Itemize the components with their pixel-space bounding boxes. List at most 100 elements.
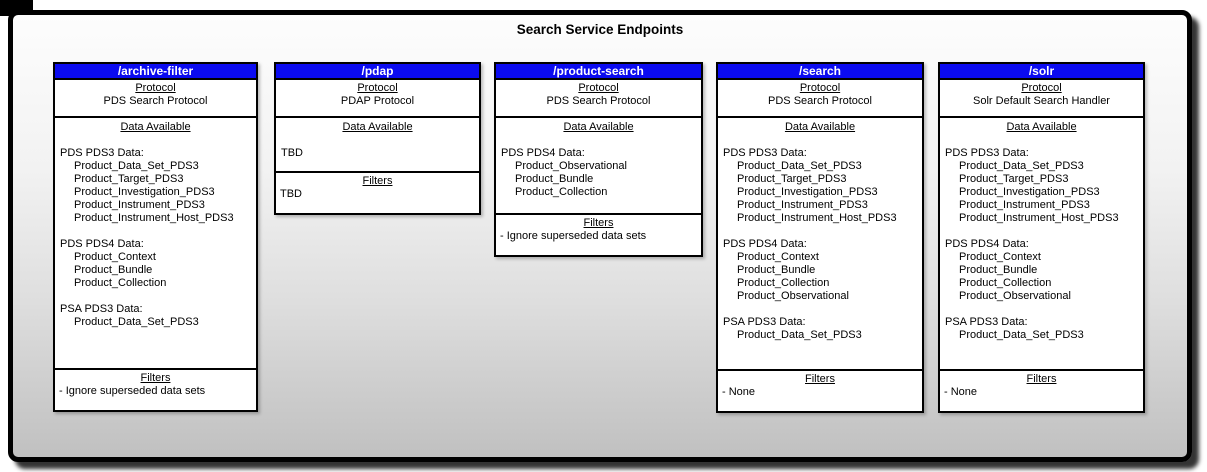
- data-item: Product_Target_PDS3: [737, 173, 847, 185]
- protocol-heading: Protocol: [357, 82, 398, 94]
- data-item: Product_Context: [959, 251, 1041, 263]
- data-item: Product_Instrument_Host_PDS3: [959, 212, 1119, 224]
- data-available-heading: Data Available: [120, 121, 191, 133]
- endpoint-header: /solr: [940, 64, 1143, 80]
- filter-item: - None: [944, 386, 978, 398]
- data-available-section: Data Available TBD: [276, 118, 479, 171]
- filters-heading: Filters: [140, 372, 171, 384]
- data-available-heading: Data Available: [342, 121, 413, 133]
- data-list: TBD: [276, 147, 479, 160]
- data-item: Product_Observational: [959, 290, 1071, 302]
- diagram-canvas: Search Service Endpoints /archive-filter…: [13, 15, 1187, 457]
- protocol-value: PDS Search Protocol: [768, 95, 872, 107]
- endpoint-card-solr: /solr Protocol Solr Default Search Handl…: [938, 62, 1145, 413]
- protocol-section: Protocol PDAP Protocol: [276, 80, 479, 118]
- data-item: Product_Observational: [737, 290, 849, 302]
- filters-section: Filters - None: [940, 369, 1143, 411]
- protocol-section: Protocol PDS Search Protocol: [496, 80, 701, 118]
- data-available-section: Data Available PDS PDS4 Data: Product_Ob…: [496, 118, 701, 213]
- data-item: Product_Collection: [74, 277, 167, 289]
- page-title: Search Service Endpoints: [516, 22, 684, 37]
- diagram-frame: Search Service Endpoints /archive-filter…: [8, 10, 1192, 462]
- data-item: Product_Data_Set_PDS3: [74, 316, 199, 328]
- protocol-heading: Protocol: [1021, 82, 1062, 94]
- data-list: PDS PDS3 Data: Product_Data_Set_PDS3 Pro…: [55, 147, 256, 329]
- data-group: PDS PDS4 Data: Product_Context Product_B…: [60, 238, 254, 290]
- filters-section: Filters TBD: [276, 171, 479, 213]
- data-available-section: Data Available PDS PDS3 Data: Product_Da…: [718, 118, 922, 369]
- data-item: Product_Instrument_PDS3: [737, 199, 868, 211]
- data-item: Product_Bundle: [737, 264, 816, 276]
- data-group: PDS PDS4 Data: Product_Context Product_B…: [945, 238, 1141, 303]
- filter-item: - Ignore superseded data sets: [500, 230, 647, 242]
- filter-item: - None: [722, 386, 756, 398]
- data-item: Product_Instrument_Host_PDS3: [74, 212, 234, 224]
- data-item: Product_Instrument_PDS3: [74, 199, 205, 211]
- filters-heading: Filters: [583, 217, 614, 229]
- endpoint-header: /product-search: [496, 64, 701, 80]
- protocol-value: Solr Default Search Handler: [973, 95, 1110, 107]
- data-list: PDS PDS3 Data: Product_Data_Set_PDS3 Pro…: [940, 147, 1143, 342]
- data-item: Product_Investigation_PDS3: [737, 186, 878, 198]
- data-available-section: Data Available PDS PDS3 Data: Product_Da…: [55, 118, 256, 368]
- data-item: Product_Bundle: [74, 264, 153, 276]
- data-group: PDS PDS4 Data: Product_Context Product_B…: [723, 238, 920, 303]
- protocol-section: Protocol PDS Search Protocol: [55, 80, 256, 118]
- data-group-label: PSA PDS3 Data:: [945, 316, 1028, 328]
- data-item: Product_Investigation_PDS3: [959, 186, 1100, 198]
- endpoint-card-archive-filter: /archive-filter Protocol PDS Search Prot…: [53, 62, 258, 412]
- data-group-label: PDS PDS4 Data:: [501, 147, 585, 159]
- protocol-heading: Protocol: [799, 82, 841, 94]
- data-group: PDS PDS4 Data: Product_Observational Pro…: [501, 147, 699, 199]
- data-item: Product_Investigation_PDS3: [74, 186, 215, 198]
- data-item: Product_Context: [737, 251, 819, 263]
- data-item: Product_Target_PDS3: [74, 173, 184, 185]
- data-item: Product_Data_Set_PDS3: [74, 160, 199, 172]
- data-list: PDS PDS3 Data: Product_Data_Set_PDS3 Pro…: [718, 147, 922, 342]
- protocol-value: PDS Search Protocol: [103, 95, 208, 107]
- filters-heading: Filters: [1026, 373, 1057, 385]
- data-item: Product_Target_PDS3: [959, 173, 1069, 185]
- data-item: Product_Bundle: [515, 173, 594, 185]
- data-item: Product_Collection: [737, 277, 830, 289]
- data-group: PSA PDS3 Data: Product_Data_Set_PDS3: [945, 316, 1141, 342]
- frame-shadow-corner-left: [0, 0, 12, 16]
- endpoint-card-search: /search Protocol PDS Search Protocol Dat…: [716, 62, 924, 413]
- endpoint-card-product-search: /product-search Protocol PDS Search Prot…: [494, 62, 703, 257]
- filter-item: - Ignore superseded data sets: [59, 385, 206, 397]
- protocol-heading: Protocol: [578, 82, 619, 94]
- data-item: Product_Bundle: [959, 264, 1038, 276]
- data-group: PDS PDS3 Data: Product_Data_Set_PDS3 Pro…: [723, 147, 920, 225]
- protocol-section: Protocol Solr Default Search Handler: [940, 80, 1143, 118]
- data-group-label: PSA PDS3 Data:: [723, 316, 806, 328]
- filters-section: Filters - None: [718, 369, 922, 411]
- filters-heading: Filters: [362, 175, 393, 187]
- data-group-label: PDS PDS3 Data:: [945, 147, 1029, 159]
- data-group-label: PDS PDS3 Data:: [723, 147, 807, 159]
- endpoint-header: /archive-filter: [55, 64, 256, 80]
- data-item: Product_Observational: [515, 160, 627, 172]
- data-group: PSA PDS3 Data: Product_Data_Set_PDS3: [60, 303, 254, 329]
- data-item: Product_Data_Set_PDS3: [737, 329, 862, 341]
- data-group-label: PDS PDS3 Data:: [60, 147, 144, 159]
- data-item: Product_Context: [74, 251, 156, 263]
- endpoint-header: /pdap: [276, 64, 479, 80]
- data-group-label: PDS PDS4 Data:: [945, 238, 1029, 250]
- protocol-section: Protocol PDS Search Protocol: [718, 80, 922, 118]
- endpoint-card-pdap: /pdap Protocol PDAP Protocol Data Availa…: [274, 62, 481, 215]
- data-group-label: PSA PDS3 Data:: [60, 303, 143, 315]
- data-group: PSA PDS3 Data: Product_Data_Set_PDS3: [723, 316, 920, 342]
- data-item: Product_Instrument_Host_PDS3: [737, 212, 897, 224]
- filters-heading: Filters: [805, 373, 835, 385]
- data-item: Product_Collection: [959, 277, 1052, 289]
- data-list: PDS PDS4 Data: Product_Observational Pro…: [496, 147, 701, 199]
- filters-section: Filters - Ignore superseded data sets: [55, 368, 256, 410]
- protocol-value: PDAP Protocol: [340, 95, 415, 107]
- endpoint-header: /search: [718, 64, 922, 80]
- filters-section: Filters - Ignore superseded data sets: [496, 213, 701, 255]
- data-item: Product_Data_Set_PDS3: [737, 160, 862, 172]
- data-available-heading: Data Available: [784, 121, 856, 133]
- data-available-section: Data Available PDS PDS3 Data: Product_Da…: [940, 118, 1143, 369]
- data-item: Product_Data_Set_PDS3: [959, 160, 1084, 172]
- data-plain-value: TBD: [281, 147, 303, 159]
